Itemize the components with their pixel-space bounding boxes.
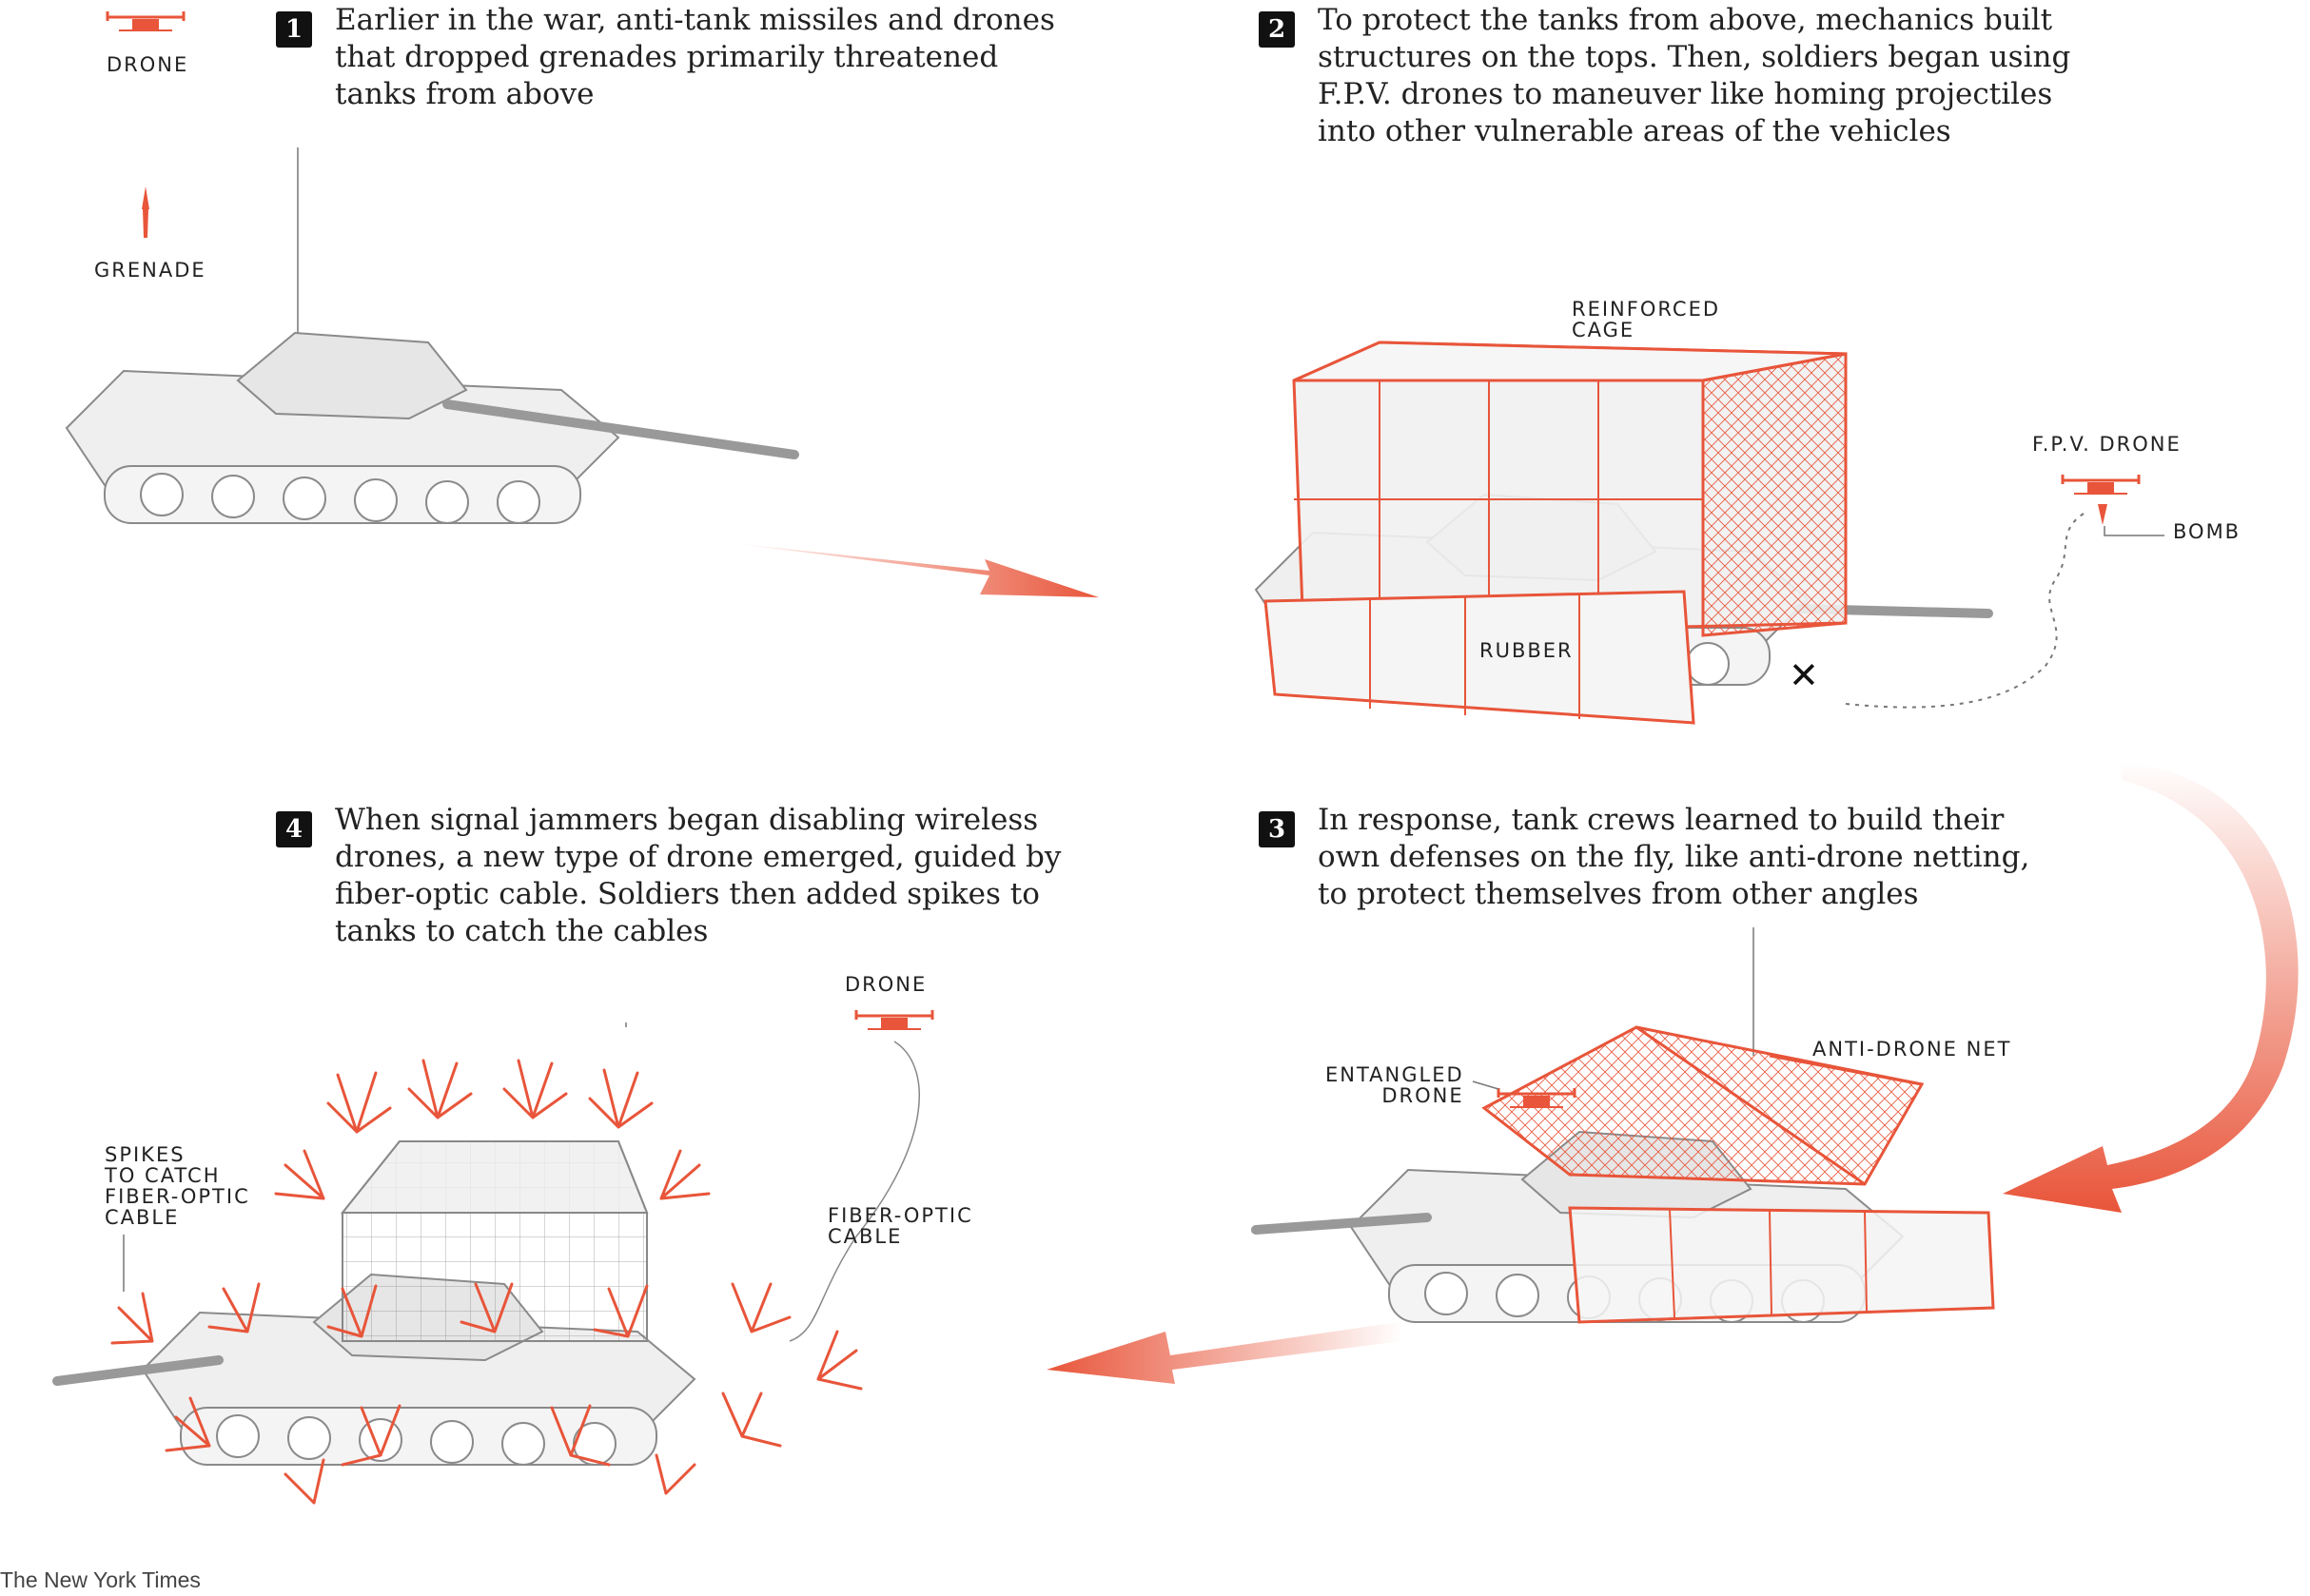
drone-label: DRONE	[107, 53, 189, 76]
reinforced-cage-label: REINFORCED CAGE	[1572, 298, 1721, 341]
step-number: 1	[276, 11, 312, 48]
step-caption: In response, tank crews learned to build…	[1318, 803, 2030, 911]
step-number: 3	[1259, 811, 1295, 847]
entangled-drone-label: ENTANGLED DRONE	[1325, 1063, 1464, 1107]
step-number: 4	[276, 811, 312, 847]
step-number: 2	[1259, 11, 1295, 48]
credit-line: The New York Times	[0, 1567, 201, 1592]
anti-drone-net-label: ANTI-DRONE NET	[1812, 1038, 2012, 1061]
bomb-label: BOMB	[2173, 520, 2241, 543]
step-caption: To protect the tanks from above, mechani…	[1318, 3, 2071, 148]
svg-text:✕: ✕	[1789, 654, 1819, 696]
step-caption: Earlier in the war, anti-tank missiles a…	[335, 3, 1055, 111]
fpv-drone-label: F.P.V. DRONE	[2032, 433, 2182, 456]
drone-label: DRONE	[845, 973, 928, 996]
rubber-label: RUBBER	[1479, 639, 1574, 662]
grenade-label: GRENADE	[94, 259, 206, 282]
step-caption: When signal jammers began disabling wire…	[335, 803, 1062, 948]
spikes-label: SPIKES TO CATCH FIBER-OPTIC CABLE	[105, 1143, 250, 1229]
fiber-optic-cable-label: FIBER-OPTIC CABLE	[828, 1204, 973, 1248]
